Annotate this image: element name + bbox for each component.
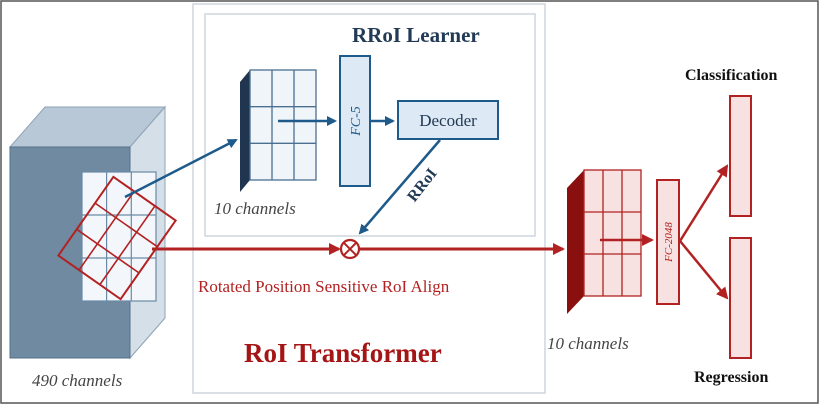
decoder-box <box>397 100 499 140</box>
classification-head <box>729 95 752 217</box>
fc2048-label: FC-2048 <box>663 222 675 263</box>
input-feature-block <box>8 105 178 360</box>
learner-channels-label: 10 channels <box>214 199 296 218</box>
roi-transformer-title: RoI Transformer <box>244 338 442 368</box>
rroi-learner-title: RRoI Learner <box>352 23 480 47</box>
otimes-operator <box>339 238 361 260</box>
fc5-label: FC-5 <box>349 106 364 137</box>
arrow-to-regression <box>679 240 729 300</box>
rotated-roi-grid <box>56 175 178 301</box>
regression-label: Regression <box>694 369 768 386</box>
learner-feature-map <box>240 69 317 192</box>
fc5-box <box>339 55 371 187</box>
arrow-to-classification <box>678 164 729 242</box>
fc2048-box <box>656 179 680 305</box>
arrow-input-to-learner <box>124 138 238 199</box>
classification-label: Classification <box>685 67 778 84</box>
input-channels-label: 490 channels <box>32 371 123 390</box>
decoder-label: Decoder <box>419 111 477 130</box>
regression-head <box>729 237 752 359</box>
output-feature-map <box>567 169 642 314</box>
arrow-decoder-to-align <box>358 139 441 235</box>
output-channels-label: 10 channels <box>547 334 629 353</box>
align-label: Rotated Position Sensitive RoI Align <box>198 277 450 296</box>
